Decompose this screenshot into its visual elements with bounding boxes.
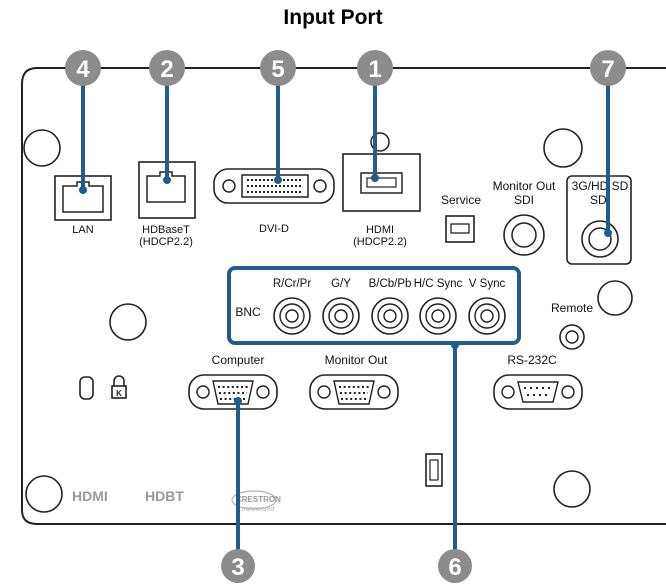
callout-badge-1: 1 [357,50,393,86]
callout-badge-5: 5 [260,50,296,86]
panel-hole-bottom-right [553,470,591,508]
computer-port[interactable] [188,374,278,410]
lan-label: LAN [72,224,93,236]
bnc-hcsync-port[interactable] [419,297,457,335]
svg-text:CRESTRON: CRESTRON [236,495,281,504]
crestron-logo: CRESTRON connected [231,490,281,513]
bnc-vsync-label: V Sync [469,278,506,290]
bnc-rcrpr-label: R/Cr/Pr [273,278,312,290]
remote-port[interactable] [559,324,585,350]
remote-label: Remote [551,301,593,315]
panel-hole-top-right [543,128,583,168]
callout-badge-6: 6 [438,549,472,583]
callout-lines [81,78,610,555]
service-label: Service [441,193,481,207]
hdmi-label-line2: (HDCP2.2) [353,236,407,248]
callout-badge-4: 4 [65,50,101,86]
computer-label: Computer [212,353,265,367]
dvid-port[interactable] [213,168,335,204]
svg-text:6: 6 [448,554,461,581]
sdi-input-port[interactable] [566,175,632,265]
callout-dots [79,174,612,405]
monitor-out-sdi-label-line1: Monitor Out [493,179,556,193]
panel-hole-top-left [23,129,61,167]
sdi-label-line2: SDI [590,193,610,207]
kensington-lock-icon: K [111,375,127,399]
rs232c-port[interactable] [493,374,583,410]
hdmi-logo: HDMI [72,488,108,504]
svg-text:1: 1 [368,56,381,83]
monitor-out-label: Monitor Out [325,353,388,367]
bnc-vsync-port[interactable] [468,297,506,335]
bnc-bcbpb-label: B/Cb/Pb [369,278,412,290]
hdmi-port[interactable] [342,132,421,212]
bnc-rcrpr-port[interactable] [273,297,311,335]
panel-hole-bottom-left [25,475,63,513]
monitor-out-sdi-label-line2: SDI [514,193,534,207]
monitor-out-port[interactable] [309,374,399,410]
callout-badge-3: 3 [221,549,255,583]
panel-hole-mid-right [597,280,633,316]
callout-badge-2: 2 [149,50,185,86]
sdi-label-line1: 3G/HD SD [572,179,629,193]
bnc-gy-label: G/Y [331,278,351,290]
panel-outline [21,67,666,525]
bnc-group-box [227,266,521,345]
hdbaset-logo: HDBT [145,488,184,504]
svg-text:connected: connected [242,506,275,513]
svg-text:K: K [116,389,122,398]
bnc-label: BNC [235,305,261,319]
monitor-out-sdi-port[interactable] [503,214,545,256]
bnc-hcsync-label: H/C Sync [414,278,463,290]
svg-text:7: 7 [601,56,614,83]
hdbaset-label-line1: HDBaseT [142,224,190,236]
callout-badge-7: 7 [590,50,626,86]
bnc-bcbpb-port[interactable] [371,297,409,335]
panel-hole-mid-left [109,303,147,341]
svg-text:2: 2 [160,56,173,83]
service-port[interactable] [445,215,475,243]
svg-text:4: 4 [76,56,90,83]
hdbaset-label-line2: (HDCP2.2) [139,236,193,248]
security-slot-icon [79,376,94,400]
svg-text:3: 3 [231,554,244,581]
rs232c-label: RS-232C [507,353,557,367]
svg-text:5: 5 [271,56,284,83]
dvid-label: DVI-D [259,223,289,235]
usb-slot[interactable] [425,453,443,487]
hdmi-label-line1: HDMI [366,224,394,236]
page-title: Input Port [283,6,383,29]
bnc-gy-port[interactable] [322,297,360,335]
